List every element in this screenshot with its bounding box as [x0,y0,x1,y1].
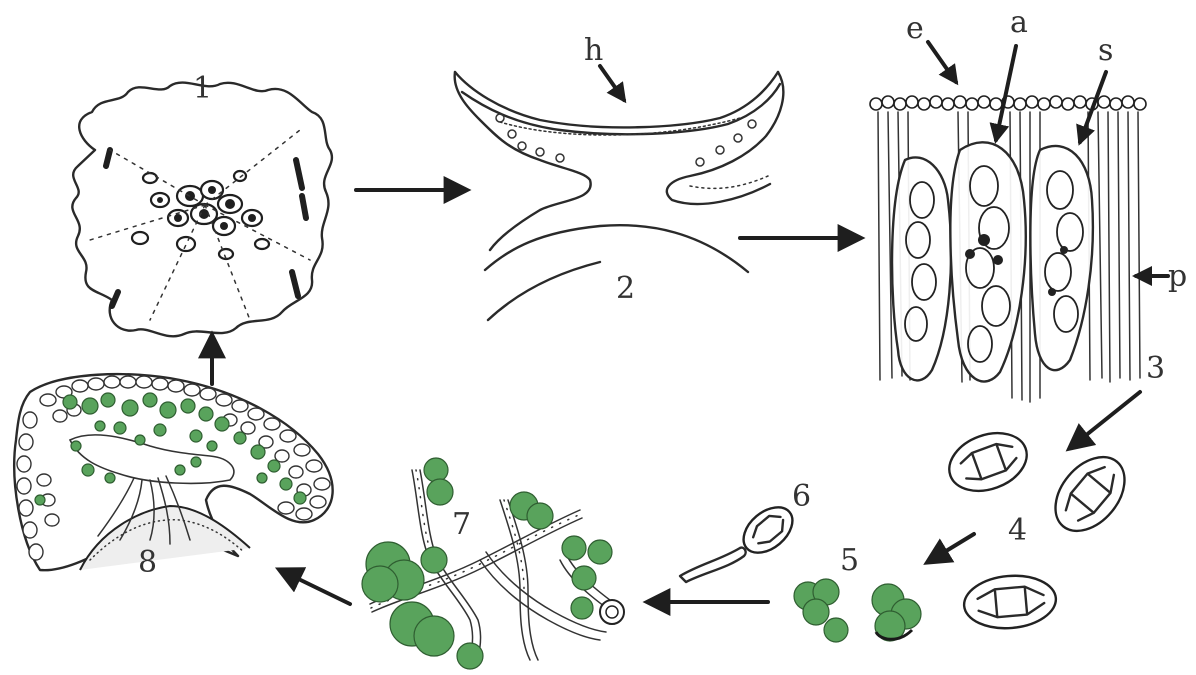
label-part-h: h [584,33,603,68]
label-stage-1: 1 [193,71,212,106]
stage-5-algal-cells [794,579,921,642]
arrow-4-to-5 [928,534,974,562]
label-stage-4: 4 [1008,513,1027,548]
stage-6-germinating-spore [680,498,801,582]
label-part-p: p [1168,259,1187,294]
label-stage-6: 6 [792,479,811,514]
label-stage-7: 7 [452,507,471,542]
label-part-a: a [1010,5,1028,40]
label-stage-2: 2 [616,271,635,306]
epithecium-beads [870,96,1146,110]
label-stage-8: 8 [138,545,157,580]
label-stage-3: 3 [1146,351,1165,386]
stage-4-ascospores [941,423,1138,632]
stage-7-hyphae-and-algae [362,458,624,669]
stage-1-thallus [72,83,332,337]
stage-8-thallus-section [14,374,332,570]
label-stage-5: 5 [840,543,859,578]
stage-3-hymenium [870,42,1168,402]
arrow-3-to-4 [1070,392,1140,448]
label-part-e: e [906,11,924,46]
label-part-s: s [1098,33,1113,68]
part-labels: h e a s p [584,5,1187,294]
arrow-7-to-8 [280,570,350,604]
